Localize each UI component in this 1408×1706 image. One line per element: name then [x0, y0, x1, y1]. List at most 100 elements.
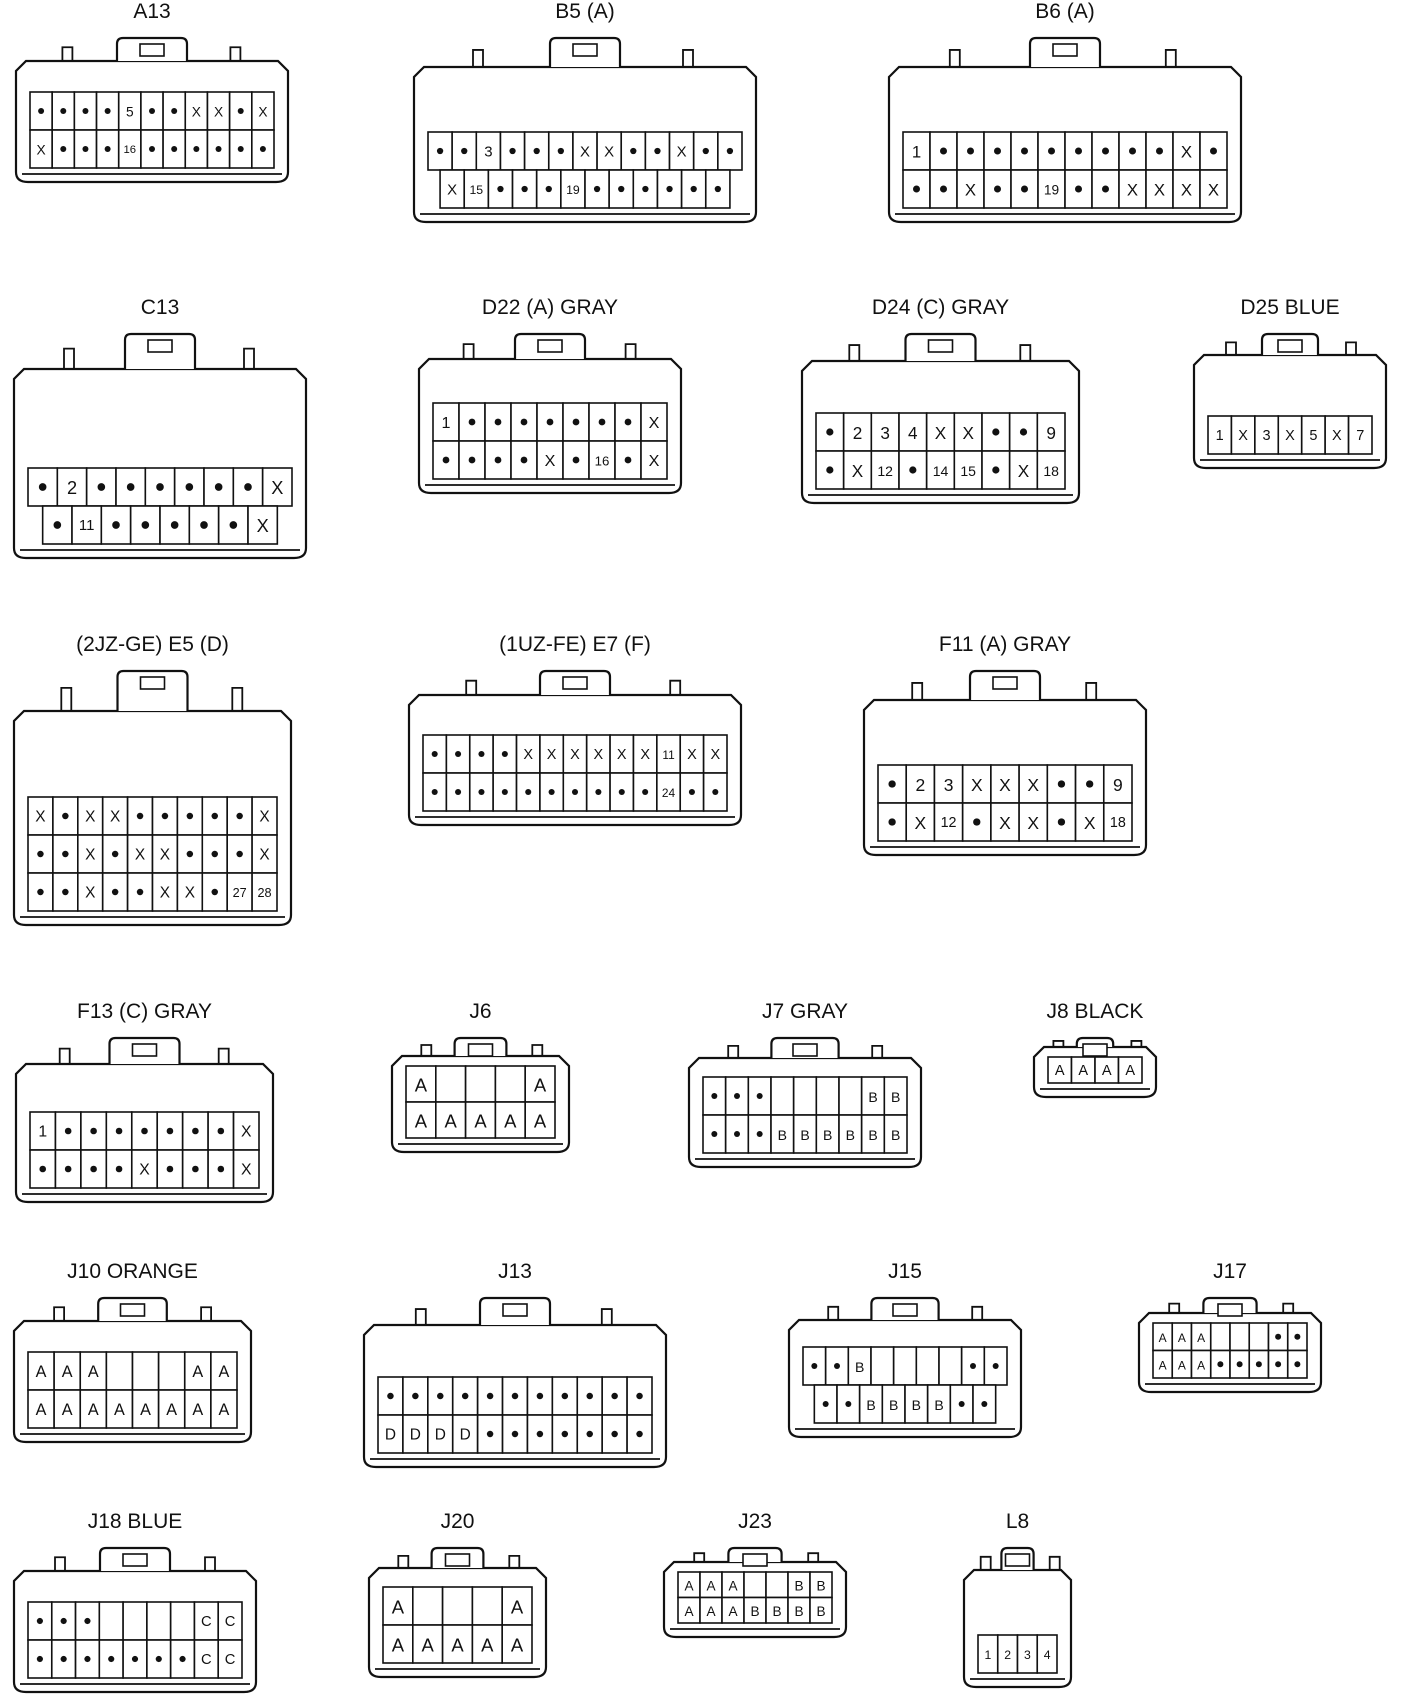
pin-dot-label: • — [1238, 1357, 1242, 1371]
pin-dot — [486, 1392, 494, 1400]
pin-cavity: • — [724, 1114, 750, 1154]
pin-cavity: • — [981, 412, 1011, 452]
pin-cavity: • — [156, 1149, 184, 1189]
pin-dot — [192, 1165, 199, 1173]
pin-cavity: • — [207, 1149, 235, 1189]
pin-cavity: • — [476, 1414, 504, 1454]
pin-dot — [38, 108, 45, 114]
pin-cavity: X — [1172, 169, 1201, 209]
pin-cavity: B — [883, 1076, 908, 1116]
pin-dot — [1255, 1361, 1262, 1368]
pin-unused-mark: X — [257, 516, 269, 536]
pin-dot — [217, 1127, 225, 1135]
pin-label: 16 — [595, 454, 610, 469]
pin-cavity: C — [217, 1601, 243, 1641]
pin-dot — [214, 483, 223, 491]
pin-cavity-empty — [169, 1601, 196, 1641]
pin-dot — [1275, 1333, 1282, 1340]
pin-cavity: X — [990, 764, 1020, 804]
pin-cavity: • — [451, 1376, 479, 1416]
pin-cavity: • — [724, 1076, 750, 1116]
pin-dot — [62, 888, 69, 896]
pin-cavity: 15 — [463, 169, 490, 209]
pin-label: B — [772, 1604, 781, 1619]
pin-dot — [533, 147, 540, 155]
pin-dot — [53, 521, 62, 529]
pin-cavity: • — [101, 834, 129, 874]
housing-post — [472, 49, 484, 67]
pin-dot — [111, 850, 119, 858]
pin-cavity: • — [201, 796, 229, 836]
pin-unused-mark: X — [710, 747, 720, 763]
pin-cavity: • — [226, 834, 253, 874]
pin-dot-label: • — [1049, 142, 1055, 161]
pin-cavity: D — [451, 1414, 479, 1454]
pin-cavity: • — [601, 1414, 628, 1454]
pin-dot-label: • — [522, 181, 527, 198]
pin-dot-label: • — [65, 1161, 71, 1178]
pin-dot-label: • — [619, 784, 624, 800]
pin-cavity: • — [228, 129, 253, 169]
pin-dot — [966, 147, 975, 155]
pin-cavity: A — [1117, 1056, 1143, 1084]
pin-label: B — [778, 1127, 787, 1143]
pin-unused-mark: X — [999, 813, 1011, 833]
pin-cavity: B — [815, 1114, 840, 1154]
pin-dot — [702, 147, 709, 155]
pin-cavity-empty — [434, 1065, 467, 1103]
housing-post — [727, 1045, 740, 1058]
pin-cavity: X — [632, 734, 658, 774]
pin-dot-label: • — [105, 142, 110, 157]
pin-cavity: A — [27, 1389, 55, 1429]
pin-cavity: A — [677, 1596, 701, 1624]
pin-dot-label: • — [995, 180, 1001, 199]
pin-cavity: X — [640, 402, 668, 442]
pin-cavity: • — [422, 734, 448, 774]
pin-dot-label: • — [438, 1388, 443, 1405]
latch-tab — [119, 1303, 146, 1317]
pin-dot-label: • — [432, 784, 437, 800]
pin-label: A — [1197, 1358, 1205, 1372]
pin-dot-label: • — [212, 846, 217, 863]
pin-cavity: • — [501, 1414, 529, 1454]
pin-dot — [595, 788, 602, 796]
pin-dot — [149, 146, 155, 152]
pin-dot — [171, 146, 178, 152]
connector-label: D24 (C) GRAY — [871, 296, 1010, 319]
pin-label: A — [511, 1597, 524, 1618]
pin-cavity: X — [29, 129, 53, 169]
pin-label: 11 — [662, 748, 675, 762]
pin-label: A — [392, 1597, 405, 1618]
pin-dot — [734, 1131, 740, 1137]
pin-cavity: X — [251, 834, 278, 874]
pin-dot-label: • — [521, 451, 527, 469]
pin-cavity-empty — [870, 1346, 895, 1386]
pin-dot — [548, 788, 555, 796]
pin-dot-label: • — [437, 143, 442, 160]
pin-dot-label: • — [612, 1426, 617, 1443]
pin-cavity: • — [551, 1414, 579, 1454]
housing-post — [53, 1306, 65, 1321]
pin-cavity: X — [596, 131, 623, 171]
pin-cavity: • — [501, 1376, 529, 1416]
pin-label: 3 — [880, 423, 890, 443]
pin-label: 1 — [442, 414, 451, 432]
pin-label: 1 — [1216, 428, 1224, 444]
pin-unused-mark: X — [1238, 428, 1248, 444]
pin-cavity: • — [704, 169, 731, 209]
pin-cavity: • — [492, 772, 518, 812]
latch-tab — [927, 339, 954, 353]
pin-unused-mark: X — [85, 809, 95, 826]
pin-cavity: A — [405, 1065, 437, 1103]
pin-label: A — [88, 1363, 99, 1381]
pin-cavity: • — [824, 1346, 850, 1386]
pin-dot — [115, 1165, 123, 1173]
pin-cavity: • — [983, 169, 1012, 209]
pin-dot — [992, 1363, 999, 1369]
pin-cavity: X — [702, 734, 728, 774]
pin-label: A — [1125, 1063, 1135, 1079]
